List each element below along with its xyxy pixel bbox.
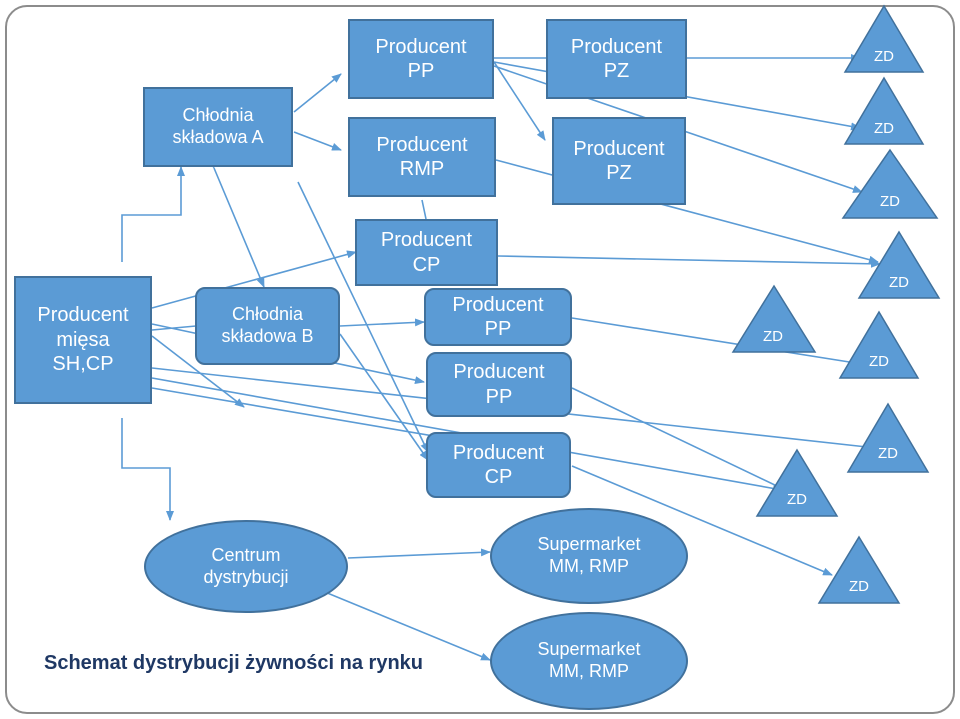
zd-triangle-2	[843, 76, 925, 145]
producent-cp-bottom-box: Producent CP	[426, 432, 571, 498]
producent-rmp-box: Producent RMP	[348, 117, 496, 197]
connector-centrum-supermarket1	[347, 548, 491, 559]
chlodnia-b-box: Chłodnia składowa B	[195, 287, 340, 365]
zd-triangle-6	[838, 310, 920, 379]
zd-triangle-4	[857, 230, 941, 299]
zd-label-4: ZD	[889, 274, 909, 291]
connector-chlodnia-b-pp1	[339, 318, 425, 327]
connector-pp2-zd9	[571, 387, 803, 499]
zd-triangle-7	[846, 402, 930, 473]
zd-triangle-3	[841, 148, 939, 219]
producent-miesa-box: Producent mięsa SH,CP	[14, 276, 152, 404]
producent-pp-mid1-box: Producent PP	[424, 288, 572, 346]
zd-triangle-9	[817, 535, 901, 604]
connector-cp-zd10	[571, 465, 833, 576]
connector-miesa-cp	[151, 250, 357, 309]
producent-pp-top-box: Producent PP	[348, 19, 494, 99]
zd-triangle-8	[755, 448, 839, 517]
connector-miesa-chlodnia-a	[121, 166, 185, 262]
supermarket-2-ellipse: Supermarket MM, RMP	[490, 612, 688, 710]
connector-pp-pz	[493, 61, 546, 141]
connector-centrum-supermarket2	[319, 589, 491, 661]
zd-triangle-5	[731, 284, 817, 353]
connector-cp-zd4	[497, 255, 881, 268]
zd-label-3: ZD	[880, 193, 900, 210]
zd-label-5: ZD	[763, 328, 783, 345]
connector-miesa-down	[151, 335, 245, 408]
connector-miesa-centrum	[121, 418, 174, 521]
centrum-dystrybucji-ellipse: Centrum dystrybucji	[144, 520, 348, 613]
zd-label-7: ZD	[878, 445, 898, 462]
producent-pz-mid-box: Producent PZ	[552, 117, 686, 205]
connector-rmp-cpbottom	[297, 181, 429, 453]
connector-chlodnia-a-pp	[293, 73, 342, 113]
connector-pp1-zd7	[571, 317, 863, 367]
connector-cp-rmp	[421, 199, 427, 220]
connector-chlodnia-a-b	[206, 158, 265, 288]
connector-chlodnia-a-rmp	[293, 131, 342, 151]
supermarket-1-ellipse: Supermarket MM, RMP	[490, 508, 688, 604]
connector-miesa-chlodnia-b	[151, 325, 197, 331]
zd-label-2: ZD	[874, 120, 894, 137]
chlodnia-a-box: Chłodnia składowa A	[143, 87, 293, 167]
connector-chlodnia-b-cpbottom	[339, 333, 429, 461]
zd-label-6: ZD	[869, 353, 889, 370]
zd-label-8: ZD	[787, 491, 807, 508]
zd-label-9: ZD	[849, 578, 869, 595]
producent-pp-mid2-box: Producent PP	[426, 352, 572, 417]
zd-label-1: ZD	[874, 48, 894, 65]
diagram-caption: Schemat dystrybucji żywności na rynku	[44, 652, 424, 674]
producent-pz-top-box: Producent PZ	[546, 19, 687, 99]
producent-cp-top-box: Producent CP	[355, 219, 498, 286]
zd-triangle-1	[843, 4, 925, 73]
